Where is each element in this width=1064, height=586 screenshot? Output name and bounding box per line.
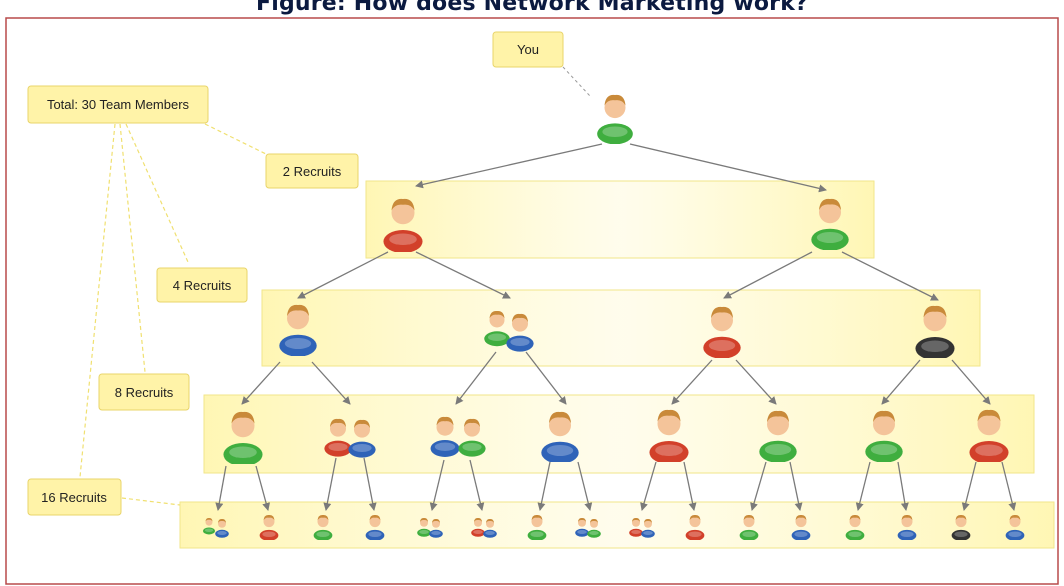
- level3-label-text: 8 Recruits: [115, 385, 174, 400]
- figure-title: Figure: How does Network Marketing work?: [255, 0, 809, 16]
- label-you: You: [492, 31, 564, 68]
- level1-band: [365, 180, 875, 259]
- label-total: Total: 30 Team Members: [27, 85, 209, 124]
- level1-label-text: 2 Recruits: [283, 164, 342, 179]
- level2-label-text: 4 Recruits: [173, 278, 232, 293]
- you-label-text: You: [517, 42, 539, 57]
- label-level3: 8 Recruits: [98, 373, 190, 411]
- you-person-icon: [597, 94, 633, 144]
- label-level4: 16 Recruits: [27, 478, 122, 516]
- level4-label-text: 16 Recruits: [41, 490, 107, 505]
- figure-frame: [5, 17, 1059, 585]
- label-level2: 4 Recruits: [156, 267, 248, 303]
- total-label-text: Total: 30 Team Members: [47, 97, 190, 112]
- level4-band: [179, 501, 1055, 549]
- recruit-arrows: [215, 143, 1017, 511]
- level2-band: [261, 289, 981, 367]
- level3-band: [203, 394, 1035, 474]
- label-level1: 2 Recruits: [265, 153, 359, 189]
- you-connector: [562, 66, 591, 97]
- total-connectors: [79, 123, 269, 506]
